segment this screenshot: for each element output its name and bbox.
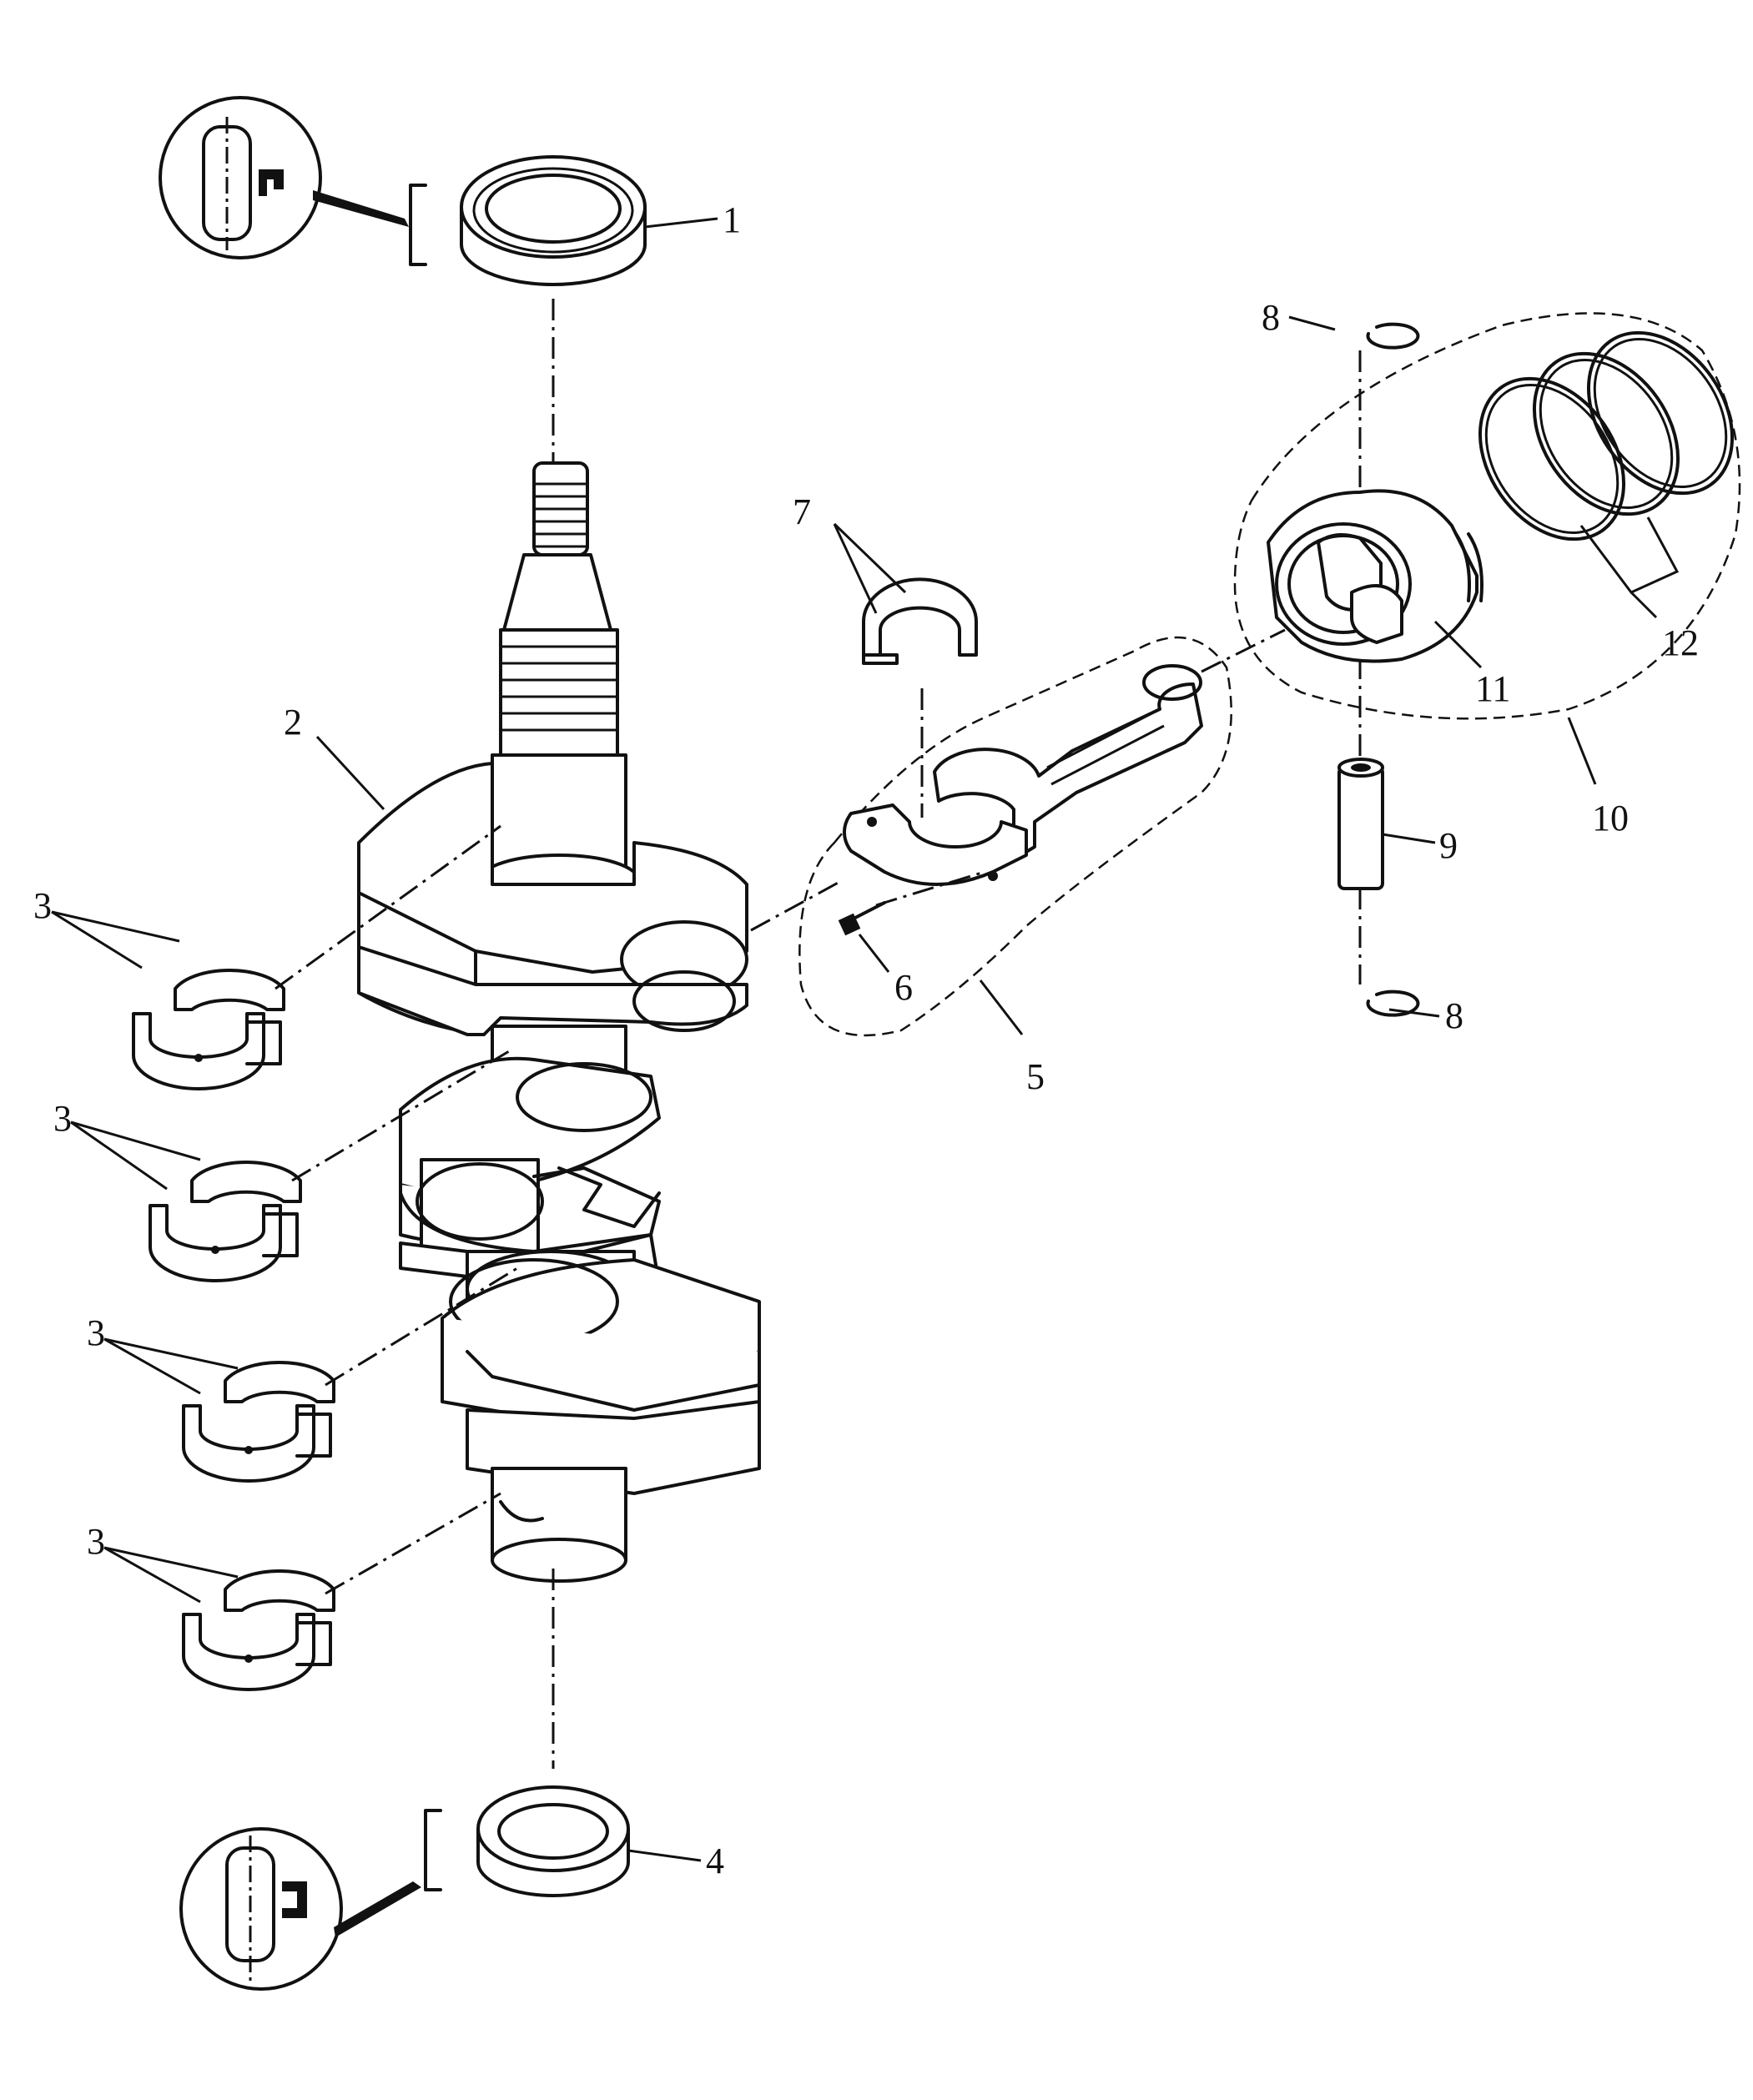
callout-3-d: 3 [87, 1521, 105, 1562]
leader-11 [1433, 620, 1483, 669]
callout-7: 7 [793, 491, 811, 532]
bottom-seal-detail-icon [179, 1809, 442, 1991]
callout-5: 5 [1026, 1056, 1045, 1097]
leader-1 [644, 217, 718, 229]
callout-9: 9 [1439, 825, 1458, 866]
piston-assembly-boundary [1233, 312, 1741, 720]
leader-4 [627, 1849, 702, 1862]
main-bearing-set-3 [182, 1360, 335, 1483]
callout-8-a: 8 [1262, 297, 1280, 338]
callout-10: 10 [1592, 798, 1629, 838]
leader-8b [1388, 1008, 1440, 1018]
leader-2 [315, 735, 385, 811]
leader-12b [1630, 591, 1658, 619]
centerline-bearing-4 [325, 1492, 501, 1595]
centerline-crankpin [750, 879, 844, 932]
leader-6 [858, 934, 890, 973]
leader-9 [1382, 833, 1436, 844]
top-seal-detail-icon [159, 96, 427, 266]
callout-12: 12 [1662, 622, 1699, 663]
circlip-top [1366, 322, 1420, 350]
piston-pin [1337, 758, 1384, 890]
leader-7b [833, 523, 878, 614]
callout-11: 11 [1475, 668, 1510, 709]
leader-7a [833, 522, 907, 594]
callout-3-b: 3 [53, 1098, 72, 1139]
leaders-3 [51, 910, 239, 1604]
callout-1: 1 [723, 199, 741, 240]
conrod-cap [842, 803, 1028, 886]
callout-4: 4 [706, 1841, 724, 1881]
callout-3-a: 3 [33, 885, 52, 926]
centerline-pinbore [1201, 628, 1286, 673]
lower-oil-seal [476, 1785, 630, 1897]
callout-6: 6 [894, 967, 913, 1008]
crankshaft [357, 461, 761, 1583]
callout-2: 2 [284, 702, 302, 743]
callout-3-c: 3 [87, 1312, 105, 1353]
centerline-bearing-1 [275, 824, 501, 990]
leader-8a [1288, 315, 1336, 331]
piston-rings [1478, 330, 1735, 541]
main-bearing-set-4 [182, 1569, 335, 1691]
conrod-bearing-upper [862, 577, 978, 665]
centerline-bolt [875, 870, 985, 907]
conrod-bolt [838, 901, 886, 936]
upper-oil-seal [460, 155, 647, 286]
piston [1267, 489, 1484, 663]
circlip-bottom [1366, 990, 1420, 1017]
leader-10 [1567, 717, 1597, 785]
connecting-rod [933, 664, 1203, 861]
main-bearing-set-1 [132, 968, 285, 1090]
leader-5 [979, 979, 1024, 1035]
main-bearing-set-2 [149, 1160, 302, 1282]
callout-8-b: 8 [1445, 995, 1463, 1036]
centerline-bearing-2 [291, 1050, 510, 1182]
conrod-assembly-boundary [798, 636, 1232, 1037]
leader-12 [1579, 516, 1680, 594]
